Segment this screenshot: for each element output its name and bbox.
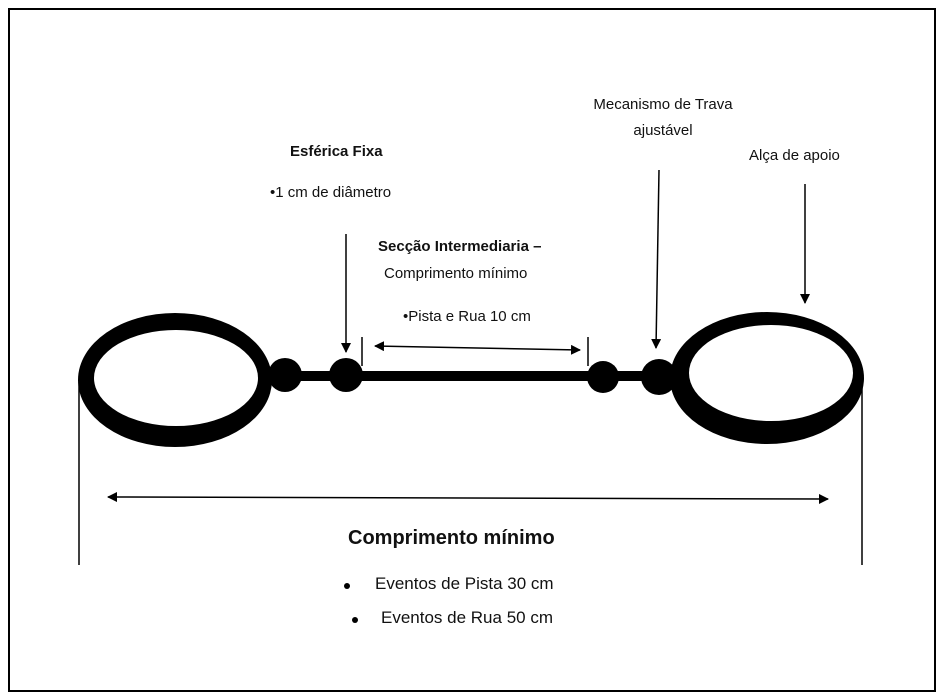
bullet-dot-pista <box>344 583 350 589</box>
bullet-rua: Eventos de Rua 50 cm <box>381 608 553 627</box>
comprimento-title: Comprimento mínimo <box>348 527 555 549</box>
mecanismo-pointer-arrow <box>651 169 662 349</box>
bullet-dot-rua <box>352 617 358 623</box>
mecanismo-label-line1: Mecanismo de Trava <box>593 96 733 113</box>
overall-dimension-arrow <box>107 492 829 504</box>
right-handle-ring <box>670 312 864 444</box>
fixed-sphere <box>329 358 363 392</box>
connecting-rod <box>270 371 670 381</box>
locking-mechanism-sphere <box>641 359 677 395</box>
right-inner-sphere <box>587 361 619 393</box>
seccao-title: Secção Intermediaria – <box>378 238 542 255</box>
esferica-detail: •1 cm de diâmetro <box>270 184 392 201</box>
esferica-title: Esférica Fixa <box>290 143 383 160</box>
seccao-subtitle: Comprimento mínimo <box>384 265 528 282</box>
bullet-pista: Eventos de Pista 30 cm <box>375 574 554 593</box>
left-handle-ring <box>78 313 272 447</box>
seccao-detail: •Pista e Rua 10 cm <box>403 308 531 325</box>
seccao-dimension-arrow <box>374 341 581 355</box>
left-outer-sphere <box>268 358 302 392</box>
mecanismo-label-line2: ajustável <box>633 122 693 139</box>
alca-label: Alça de apoio <box>749 147 840 164</box>
